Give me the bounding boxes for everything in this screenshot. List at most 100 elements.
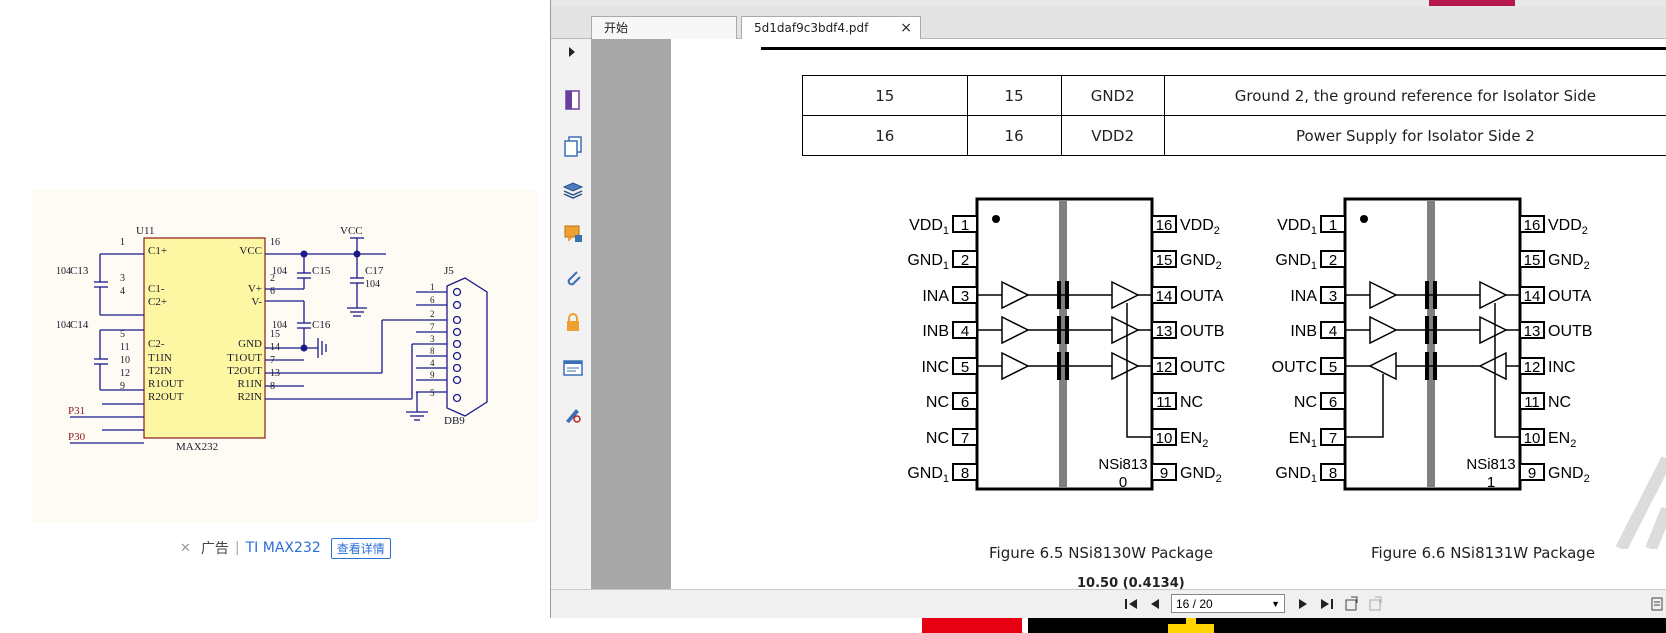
pin-number: 8 bbox=[1329, 465, 1337, 482]
db9-pin-number: 7 bbox=[430, 322, 435, 332]
pin-number: 16 bbox=[1524, 217, 1541, 234]
pin-box bbox=[1519, 392, 1545, 410]
pin-table: 15 15 GND2 Ground 2, the ground referenc… bbox=[802, 75, 1666, 156]
connector-name-label: DB9 bbox=[444, 415, 465, 427]
tab-pdf-file[interactable]: 5d1daf9c3bdf4.pdf × bbox=[741, 16, 921, 39]
tab-close-icon[interactable]: × bbox=[900, 20, 912, 36]
pin-name: VDD1 bbox=[1277, 217, 1317, 237]
buffer-triangle bbox=[1001, 315, 1030, 345]
buffer-triangle bbox=[1111, 315, 1140, 345]
expand-arrow-icon[interactable] bbox=[567, 45, 577, 59]
pin-number: 10 bbox=[1524, 430, 1541, 447]
page-layout-icon[interactable] bbox=[1649, 595, 1665, 613]
capacitor-value: 104 bbox=[272, 320, 287, 331]
pin-number: 10 bbox=[1156, 430, 1173, 447]
capacitor-ref: C14 bbox=[70, 319, 89, 331]
pin-box bbox=[952, 250, 978, 268]
pin-number: 12 bbox=[1156, 359, 1173, 376]
db9-pin-number: 1 bbox=[430, 282, 435, 292]
pin-name: OUTB bbox=[1180, 323, 1224, 340]
chip-pin-number: 8 bbox=[270, 381, 275, 392]
menu-highlight[interactable] bbox=[1429, 0, 1515, 6]
pin-box bbox=[1320, 215, 1346, 233]
pin-number: 1 bbox=[961, 217, 969, 234]
pin-name: OUTA bbox=[1548, 288, 1592, 305]
pin-number: 1 bbox=[1329, 217, 1337, 234]
layers-icon[interactable] bbox=[562, 179, 584, 201]
db9-pin-number: 8 bbox=[430, 346, 435, 356]
capacitor-value: 104 bbox=[365, 279, 380, 290]
pin-box bbox=[1320, 392, 1346, 410]
pin-number: 5 bbox=[961, 359, 969, 376]
isolation-capacitor bbox=[1433, 316, 1437, 344]
pin-name: NC bbox=[926, 430, 949, 447]
db9-pin-number: 6 bbox=[430, 295, 435, 305]
pin-box bbox=[1151, 392, 1177, 410]
pin-number: 9 bbox=[1160, 465, 1168, 482]
pin-number: 6 bbox=[961, 394, 969, 411]
signature-icon[interactable] bbox=[562, 403, 584, 425]
chevron-down-icon[interactable]: ▼ bbox=[1271, 599, 1280, 609]
page-number-input[interactable]: 16 / 20 ▼ bbox=[1171, 594, 1285, 613]
taskbar-yellow-icon-top bbox=[1186, 618, 1196, 626]
tab-start-label: 开始 bbox=[604, 21, 629, 35]
chip-pin-number: 14 bbox=[270, 342, 280, 353]
attachment-icon[interactable] bbox=[562, 267, 584, 289]
pin-name: VDD2 bbox=[1180, 217, 1220, 237]
buffer-triangle bbox=[1478, 351, 1507, 381]
pin-box bbox=[952, 215, 978, 233]
chip-pin-name: C1+ bbox=[148, 245, 167, 257]
pin-number: 4 bbox=[961, 323, 969, 340]
chip-pin-name: V- bbox=[251, 296, 262, 308]
chip-part-label: NSi813 bbox=[1098, 456, 1147, 473]
capacitor-ref: C17 bbox=[365, 265, 384, 277]
next-view-icon[interactable] bbox=[1367, 595, 1383, 613]
tab-bar: 开始 5d1daf9c3bdf4.pdf × bbox=[551, 6, 1666, 39]
table-cell: 16 bbox=[966, 115, 1062, 156]
isolation-capacitor bbox=[1425, 281, 1429, 309]
db9-pin-number: 9 bbox=[430, 370, 435, 380]
tab-start[interactable]: 开始 bbox=[591, 16, 737, 39]
db9-pin-number: 5 bbox=[430, 388, 435, 398]
ad-close-icon[interactable]: ✕ bbox=[180, 540, 191, 556]
buffer-triangle bbox=[1001, 280, 1030, 310]
taskbar-yellow-icon[interactable] bbox=[1168, 624, 1214, 633]
pin-number: 11 bbox=[1524, 394, 1540, 411]
lock-icon[interactable] bbox=[562, 311, 584, 333]
isolation-capacitor bbox=[1425, 316, 1429, 344]
ad-detail-button[interactable]: 查看详情 bbox=[330, 537, 391, 559]
dimension-label: 10.50 (0.4134) bbox=[1077, 576, 1185, 589]
buffer-triangle bbox=[1369, 280, 1398, 310]
vcc-label: VCC bbox=[340, 225, 363, 237]
chip-part-label: 0 bbox=[1119, 474, 1127, 491]
pin-number: 5 bbox=[1329, 359, 1337, 376]
pin-name: OUTA bbox=[1180, 288, 1224, 305]
pin-name: GND1 bbox=[1275, 252, 1317, 272]
pages-icon[interactable] bbox=[562, 135, 584, 157]
pin-number: 4 bbox=[1329, 323, 1337, 340]
pin-number: 14 bbox=[1156, 288, 1173, 305]
pdf-viewer-window: 开始 5d1daf9c3bdf4.pdf × 15 15 GND2 Ground… bbox=[550, 0, 1666, 619]
page-indicator: 16 / 20 bbox=[1176, 597, 1213, 611]
chip-part-label: NSi813 bbox=[1466, 456, 1515, 473]
last-page-icon[interactable] bbox=[1319, 595, 1335, 613]
previous-view-icon[interactable] bbox=[1343, 595, 1359, 613]
form-fields-icon[interactable] bbox=[562, 357, 584, 379]
isolation-capacitor bbox=[1065, 352, 1069, 380]
chip-pin-name: GND bbox=[238, 338, 262, 350]
previous-page-icon[interactable] bbox=[1147, 595, 1163, 613]
pin1-marker bbox=[992, 215, 1000, 223]
next-page-icon[interactable] bbox=[1295, 595, 1311, 613]
comments-icon[interactable] bbox=[562, 223, 584, 245]
chip-pin-name: C2+ bbox=[148, 296, 167, 308]
table-row: 16 16 VDD2 Power Supply for Isolator Sid… bbox=[802, 115, 1666, 156]
pin-box bbox=[1519, 215, 1545, 233]
pin-number: 8 bbox=[961, 465, 969, 482]
ad-link[interactable]: TI MAX232 bbox=[245, 540, 321, 556]
first-page-icon[interactable] bbox=[1123, 595, 1139, 613]
capacitor-value: 104 bbox=[272, 266, 287, 277]
page-thumbnail-icon[interactable] bbox=[562, 89, 584, 111]
chip-pin-number: 5 bbox=[120, 329, 125, 340]
pin-name: GND2 bbox=[1180, 465, 1222, 485]
